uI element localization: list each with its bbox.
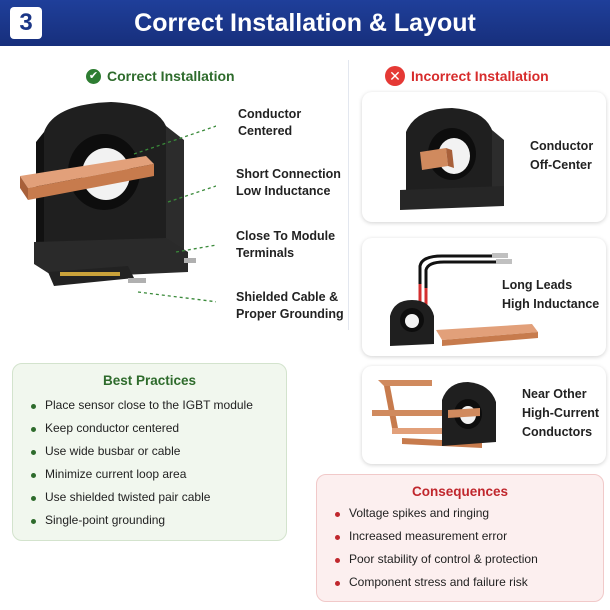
list-item: Use shielded twisted pair cable <box>31 486 253 509</box>
list-item: Single-point grounding <box>31 509 253 532</box>
list-item: Voltage spikes and ringing <box>335 502 538 525</box>
correct-heading-text: Correct Installation <box>107 68 235 84</box>
list-item: Component stress and failure risk <box>335 571 538 594</box>
best-practices-list: Place sensor close to the IGBT module Ke… <box>31 394 253 532</box>
consequences-list: Voltage spikes and ringing Increased mea… <box>335 502 538 594</box>
list-item: Keep conductor centered <box>31 417 253 440</box>
consequences-panel: Consequences Voltage spikes and ringing … <box>316 474 604 602</box>
best-practices-title: Best Practices <box>102 373 197 388</box>
callout-shielded-cable: Shielded Cable &Proper Grounding <box>236 290 344 321</box>
incorrect-heading-text: Incorrect Installation <box>411 68 549 84</box>
correct-sensor-illustration <box>20 102 216 303</box>
list-item: Use wide busbar or cable <box>31 440 253 463</box>
list-item: Poor stability of control & protection <box>335 548 538 571</box>
header-bar: 3 Correct Installation & Layout <box>0 0 610 46</box>
long-leads-illustration <box>390 253 538 346</box>
list-item: Minimize current loop area <box>31 463 253 486</box>
off-center-sensor-illustration <box>400 108 504 210</box>
best-practices-panel: Best Practices Place sensor close to the… <box>12 363 287 541</box>
page-title: Correct Installation & Layout <box>134 9 476 37</box>
incorrect-installation-heading: ✕ Incorrect Installation <box>385 66 549 86</box>
check-circle-icon: ✔ <box>86 68 101 84</box>
consequences-title: Consequences <box>411 484 509 499</box>
correct-installation-heading: ✔ Correct Installation <box>86 66 235 86</box>
column-divider <box>348 60 349 330</box>
near-conductors-illustration <box>372 380 496 448</box>
step-number-badge: 3 <box>10 7 42 39</box>
list-item: Increased measurement error <box>335 525 538 548</box>
x-circle-icon: ✕ <box>385 66 405 86</box>
list-item: Place sensor close to the IGBT module <box>31 394 253 417</box>
